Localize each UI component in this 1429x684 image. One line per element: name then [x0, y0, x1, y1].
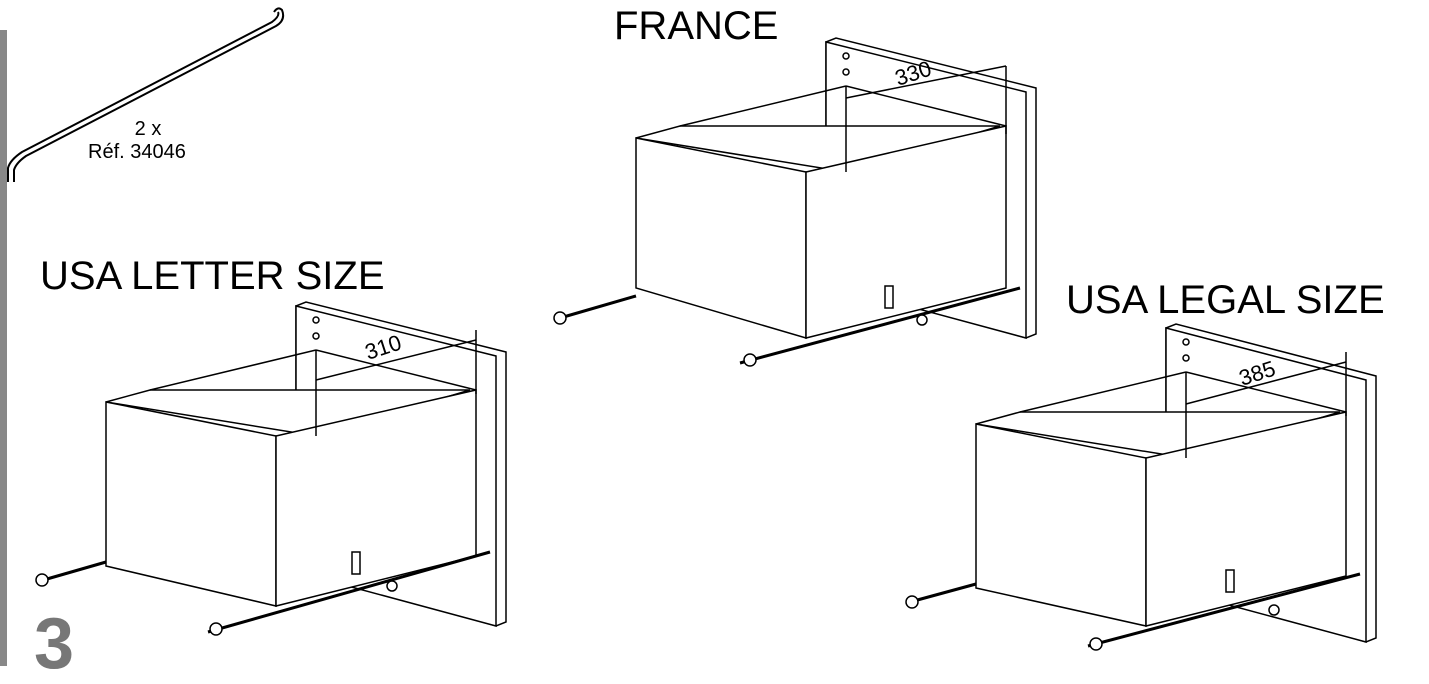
assembly-diagram: 330 310 — [7, 7, 1377, 651]
rod-quantity: 2 x — [134, 118, 162, 140]
left-edge-bar — [0, 30, 7, 666]
title-usa-letter: USA LETTER SIZE — [40, 254, 385, 298]
drawer-usa-letter — [35, 301, 507, 636]
title-usa-legal: USA LEGAL SIZE — [1066, 278, 1385, 322]
step-number: 3 — [34, 604, 75, 684]
hanging-rod-icon — [7, 7, 285, 182]
rod-reference: Réf. 34046 — [88, 141, 186, 163]
drawer-france — [553, 37, 1037, 367]
title-france: FRANCE — [614, 4, 779, 48]
drawer-usa-legal — [905, 323, 1377, 651]
